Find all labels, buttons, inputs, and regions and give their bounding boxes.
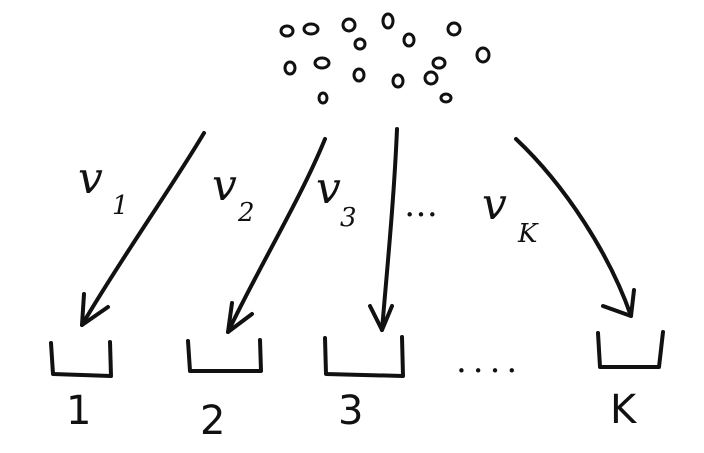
arrow-label-k: v K	[482, 179, 539, 249]
arrow-shaft	[226, 137, 327, 334]
ball	[353, 37, 367, 51]
arrow-2	[226, 137, 327, 334]
bin-label: K	[610, 387, 638, 433]
bin-outline	[186, 338, 263, 373]
ball	[402, 32, 416, 48]
ball	[313, 56, 331, 70]
arrow-symbol: v	[482, 179, 507, 230]
arrow-symbol: v	[78, 153, 103, 204]
bin-2: 2	[186, 338, 263, 444]
ball	[446, 21, 462, 37]
arrow-head	[226, 301, 254, 334]
ball	[439, 92, 453, 104]
ball	[475, 46, 491, 64]
arrow-subscript: 3	[340, 203, 357, 233]
arrow-label-1: v 1	[78, 153, 129, 221]
arrow-1	[80, 131, 206, 327]
arrow-subscript: K	[517, 219, 539, 249]
bin-3: 3	[323, 335, 405, 434]
arrow-k	[514, 137, 636, 318]
ball	[283, 60, 297, 76]
ball	[279, 24, 295, 38]
arrow-label-3: v 3	[316, 163, 357, 233]
ball	[352, 67, 366, 83]
arrow-label-2: v 2	[212, 160, 255, 228]
bin-outline	[323, 335, 405, 378]
arrow-symbol: v	[212, 160, 237, 211]
arrow-shaft	[80, 131, 206, 327]
arrow-head	[368, 304, 394, 332]
bin-label: 3	[338, 388, 363, 434]
ball	[317, 91, 329, 105]
ball	[381, 12, 395, 30]
ball	[341, 17, 357, 33]
ball-cloud	[279, 12, 491, 105]
bin-label: 2	[200, 398, 225, 444]
bin-gap-dots: ....	[456, 341, 523, 381]
bin-label: 1	[66, 388, 91, 434]
ball	[302, 22, 320, 36]
bin-outline	[596, 330, 665, 369]
arrow-gap-dots: …	[404, 185, 438, 225]
arrow-subscript: 1	[112, 191, 129, 221]
ball	[423, 70, 439, 86]
arrow-3	[368, 127, 399, 332]
bin-outline	[49, 340, 113, 378]
arrow-subscript: 2	[237, 198, 255, 228]
arrow-shaft	[514, 137, 633, 318]
arrow-head	[80, 292, 110, 327]
ball	[391, 73, 405, 89]
bin-k: K	[596, 330, 665, 433]
arrow-symbol: v	[316, 163, 341, 214]
ball	[431, 56, 447, 70]
bin-1: 1	[49, 340, 113, 434]
arrow-head	[601, 288, 636, 318]
arrow-shaft	[380, 127, 399, 332]
